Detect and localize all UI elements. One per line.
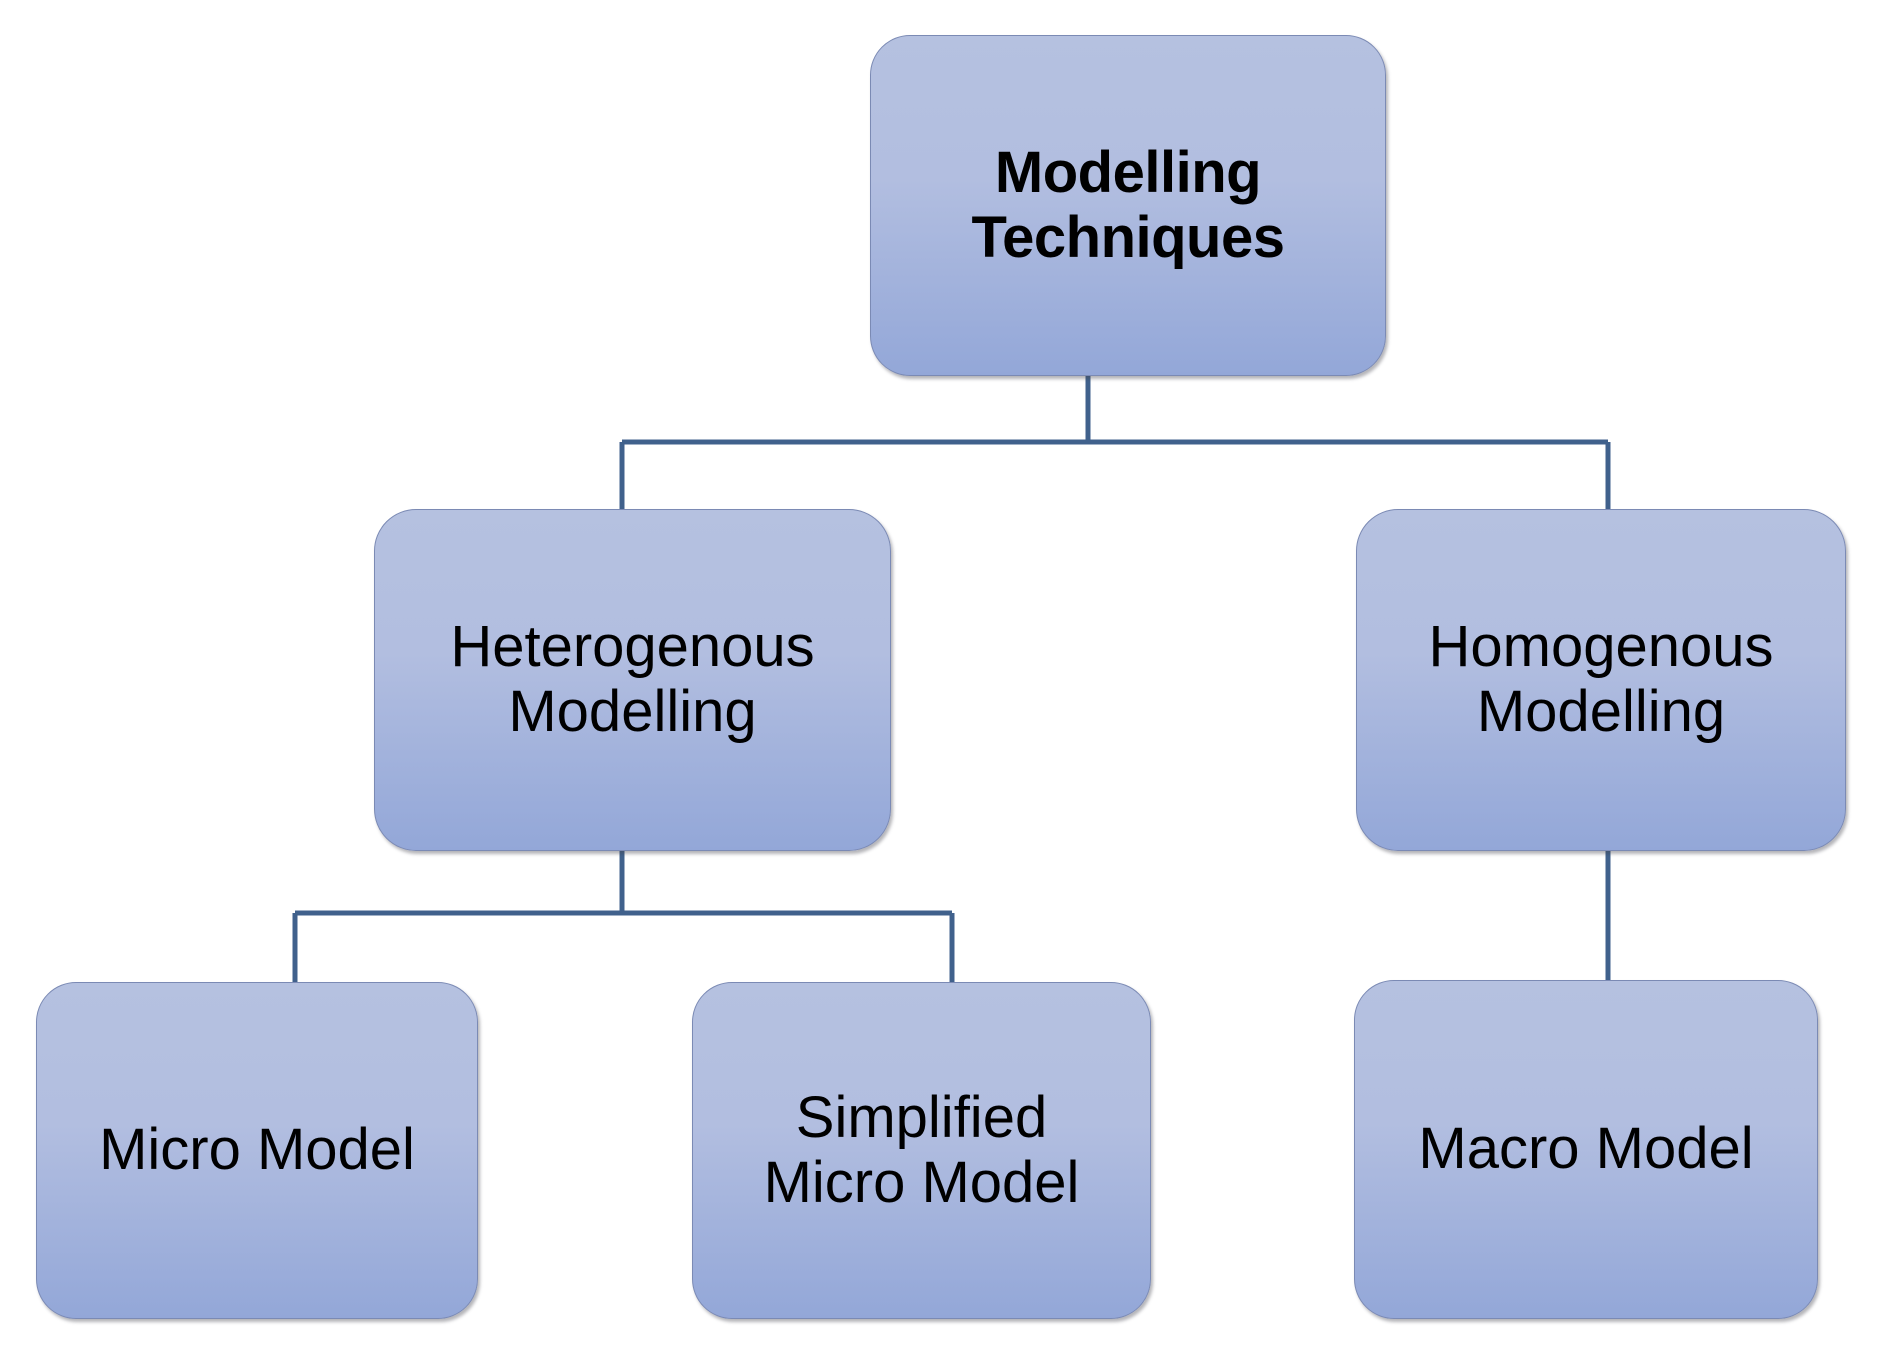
node-simplified-micro-label: Simplified Micro Model <box>763 1084 1080 1215</box>
node-simplified-micro-model[interactable]: Simplified Micro Model <box>692 982 1151 1319</box>
node-homogenous-modelling[interactable]: Homogenous Modelling <box>1356 509 1846 851</box>
node-heterogenous-modelling[interactable]: Heterogenous Modelling <box>374 509 891 851</box>
node-macro-label: Macro Model <box>1418 1116 1754 1182</box>
node-micro-label: Micro Model <box>99 1117 415 1183</box>
node-homogenous-label: Homogenous Modelling <box>1428 614 1774 744</box>
node-heterogenous-label: Heterogenous Modelling <box>450 614 815 744</box>
node-modelling-techniques[interactable]: Modelling Techniques <box>870 35 1386 376</box>
node-micro-model[interactable]: Micro Model <box>36 982 478 1319</box>
node-macro-model[interactable]: Macro Model <box>1354 980 1818 1319</box>
node-root-label: Modelling Techniques <box>971 139 1285 270</box>
